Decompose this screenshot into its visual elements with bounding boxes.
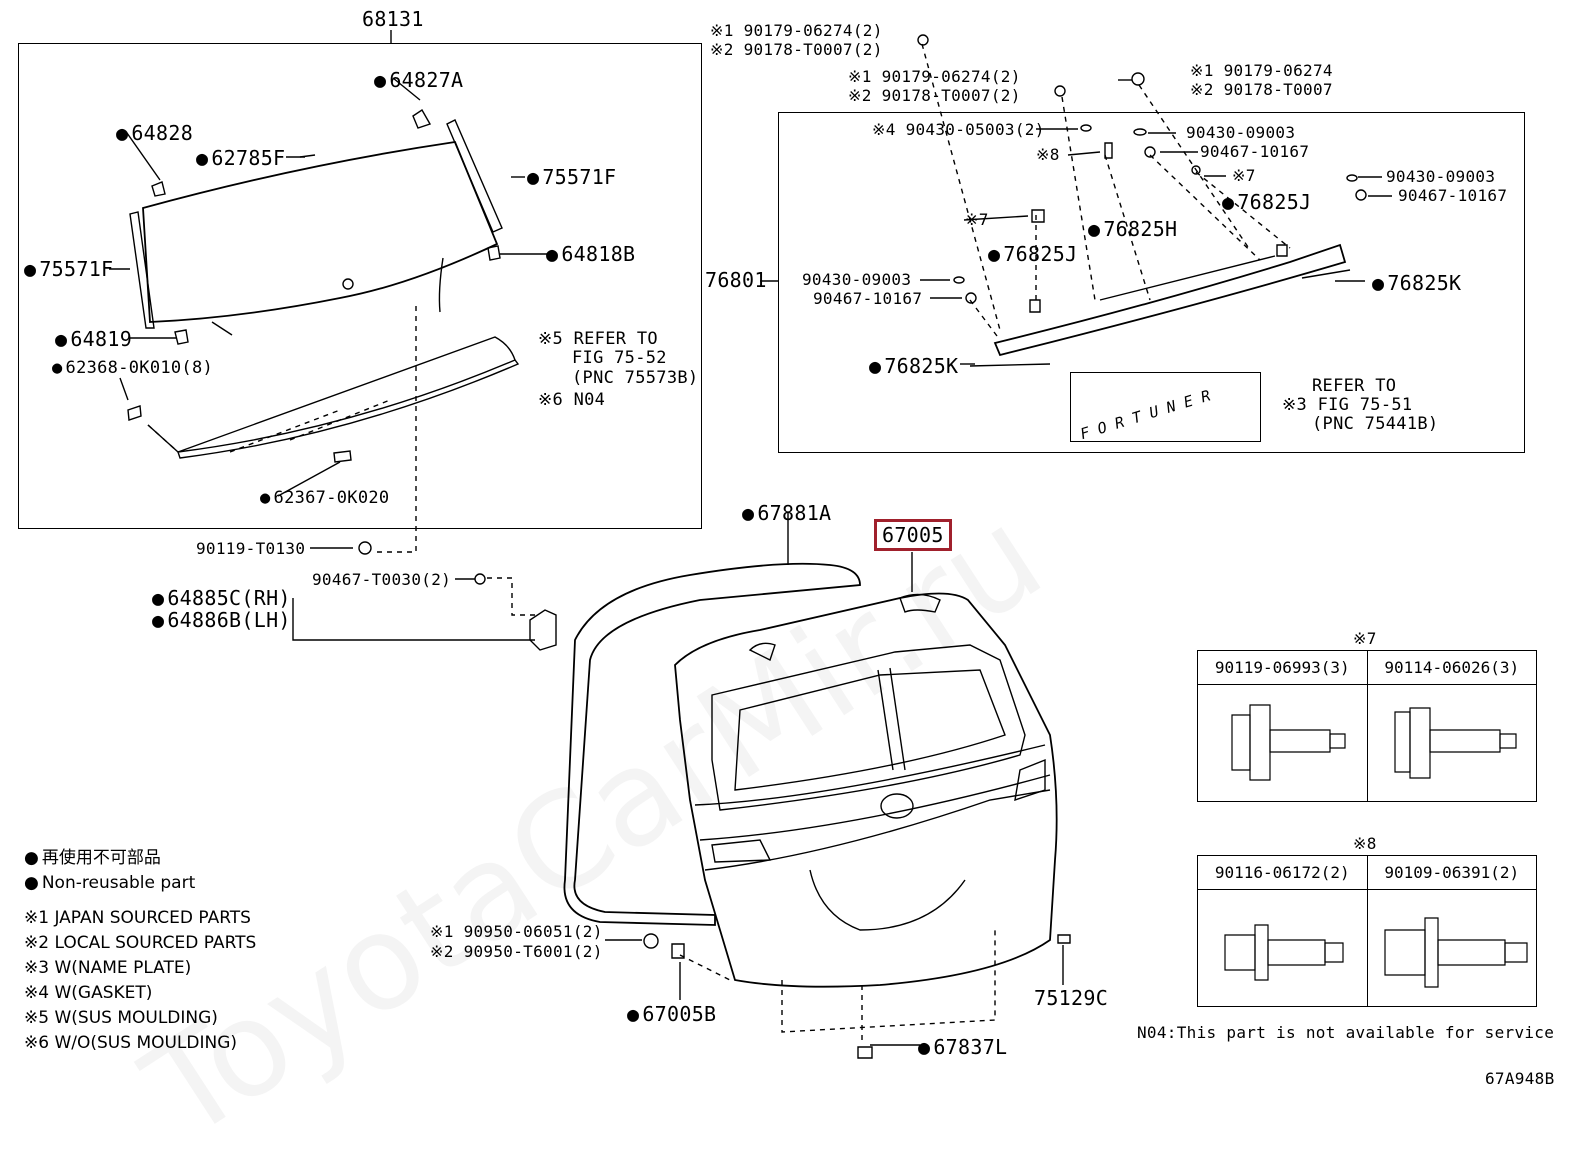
part-76825k-b[interactable]: 76825K <box>869 355 958 377</box>
legend-non-reusable-en: Non-reusable part <box>24 871 256 896</box>
refer-nameplate-2: ※3 FIG 75-51 <box>1282 395 1413 415</box>
part-76825j-a[interactable]: 76825J <box>1222 191 1311 213</box>
part-75571f-left[interactable]: 75571F <box>24 258 113 280</box>
part-75129c[interactable]: 75129C <box>1034 986 1109 1010</box>
part-67881a[interactable]: 67881A <box>742 502 831 524</box>
glass-panel-id: 68131 <box>362 7 424 31</box>
top-fastener-2a[interactable]: ※1 90179-06274(2) <box>848 67 1021 86</box>
part-62367[interactable]: 62367-0K020 <box>260 489 390 508</box>
table-8-sketch2 <box>1366 889 1537 1007</box>
part-67005-highlighted[interactable]: 67005 <box>874 519 952 551</box>
top-fastener-3b[interactable]: ※2 90178-T0007 <box>1190 80 1333 99</box>
part-64886b[interactable]: 64886B(LH) <box>152 609 291 631</box>
legend-note-5: ※5 W(SUS MOULDING) <box>24 1008 218 1028</box>
table-7-col2[interactable]: 90114-06026(3) <box>1366 650 1537 685</box>
part-90467-10167-a[interactable]: 90467-10167 <box>1200 142 1310 161</box>
legend-note-1: ※1 JAPAN SOURCED PARTS <box>24 908 251 928</box>
plug-part-2[interactable]: ※2 90950-T6001(2) <box>430 942 603 961</box>
note-8-marker: ※8 <box>1036 145 1060 164</box>
part-67837l[interactable]: 67837L <box>918 1036 1007 1058</box>
legend-note-2: ※2 LOCAL SOURCED PARTS <box>24 933 257 953</box>
refer-moulding-1: ※5 REFER TO <box>538 329 658 349</box>
note-7-marker-b: ※7 <box>965 210 989 229</box>
spoiler-panel-id: 76801 <box>705 268 767 292</box>
part-67005b[interactable]: 67005B <box>627 1003 716 1025</box>
part-90119-t0130[interactable]: 90119-T0130 <box>196 539 306 558</box>
legend-note-4: ※4 W(GASKET) <box>24 983 153 1003</box>
glass-panel <box>18 43 702 529</box>
part-62785f[interactable]: 62785F <box>196 147 285 169</box>
table-7-mark: ※7 <box>1353 629 1377 648</box>
legend-note-3: ※3 W(NAME PLATE) <box>24 958 192 978</box>
legend: 再使用不可部品 Non-reusable part ※1 JAPAN SOURC… <box>24 846 256 1056</box>
table-8-sketch1 <box>1197 889 1368 1007</box>
diagram-code: 67A948B <box>1485 1069 1555 1088</box>
part-64818b[interactable]: 64818B <box>546 243 635 265</box>
table-8-col1[interactable]: 90116-06172(2) <box>1197 855 1368 890</box>
legend-note-6: ※6 W/O(SUS MOULDING) <box>24 1033 238 1053</box>
top-fastener-2b[interactable]: ※2 90178-T0007(2) <box>848 86 1021 105</box>
table-7-col1[interactable]: 90119-06993(3) <box>1197 650 1368 685</box>
table-8-mark: ※8 <box>1353 834 1377 853</box>
part-90467-t0030[interactable]: 90467-T0030(2) <box>312 570 452 589</box>
part-90467-10167-c[interactable]: 90467-10167 <box>813 289 923 308</box>
part-64827a[interactable]: 64827A <box>374 69 463 91</box>
top-fastener-1b[interactable]: ※2 90178-T0007(2) <box>710 40 883 59</box>
part-64819[interactable]: 64819 <box>55 328 132 350</box>
refer-nameplate-3: (PNC 75441B) <box>1312 414 1439 434</box>
spoiler-panel <box>778 112 1525 453</box>
refer-moulding-4: ※6 N04 <box>538 390 606 410</box>
refer-moulding-3: (PNC 75573B) <box>572 368 699 388</box>
table-8: 90116-06172(2) 90109-06391(2) <box>1197 855 1537 1007</box>
refer-nameplate-1: REFER TO <box>1312 376 1397 396</box>
gasket-part[interactable]: ※4 90430-05003(2) <box>872 120 1045 139</box>
part-64885c[interactable]: 64885C(RH) <box>152 587 291 609</box>
note-7-marker-a: ※7 <box>1232 166 1256 185</box>
part-76825h[interactable]: 76825H <box>1088 218 1177 240</box>
part-76825j-b[interactable]: 76825J <box>988 243 1077 265</box>
top-fastener-1a[interactable]: ※1 90179-06274(2) <box>710 21 883 40</box>
table-8-col2[interactable]: 90109-06391(2) <box>1366 855 1537 890</box>
legend-non-reusable-jp: 再使用不可部品 <box>24 846 256 871</box>
top-fastener-3a[interactable]: ※1 90179-06274 <box>1190 61 1333 80</box>
table-7-sketch1 <box>1197 684 1368 802</box>
part-90430-09003-b[interactable]: 90430-09003 <box>1386 167 1496 186</box>
part-64828[interactable]: 64828 <box>116 122 193 144</box>
refer-moulding-2: FIG 75-52 <box>572 348 667 368</box>
part-62368[interactable]: 62368-0K010(8) <box>52 359 213 378</box>
table-7-sketch2 <box>1366 684 1537 802</box>
part-76825k-a[interactable]: 76825K <box>1372 272 1461 294</box>
part-90430-09003-c[interactable]: 90430-09003 <box>802 270 912 289</box>
part-90430-09003-a[interactable]: 90430-09003 <box>1186 123 1296 142</box>
part-75571f-right[interactable]: 75571F <box>527 166 616 188</box>
table-7: 90119-06993(3) 90114-06026(3) <box>1197 650 1537 802</box>
plug-part-1[interactable]: ※1 90950-06051(2) <box>430 922 603 941</box>
part-90467-10167-b[interactable]: 90467-10167 <box>1398 186 1508 205</box>
footnote: N04:This part is not available for servi… <box>1137 1023 1555 1042</box>
nameplate-box <box>1070 372 1261 442</box>
